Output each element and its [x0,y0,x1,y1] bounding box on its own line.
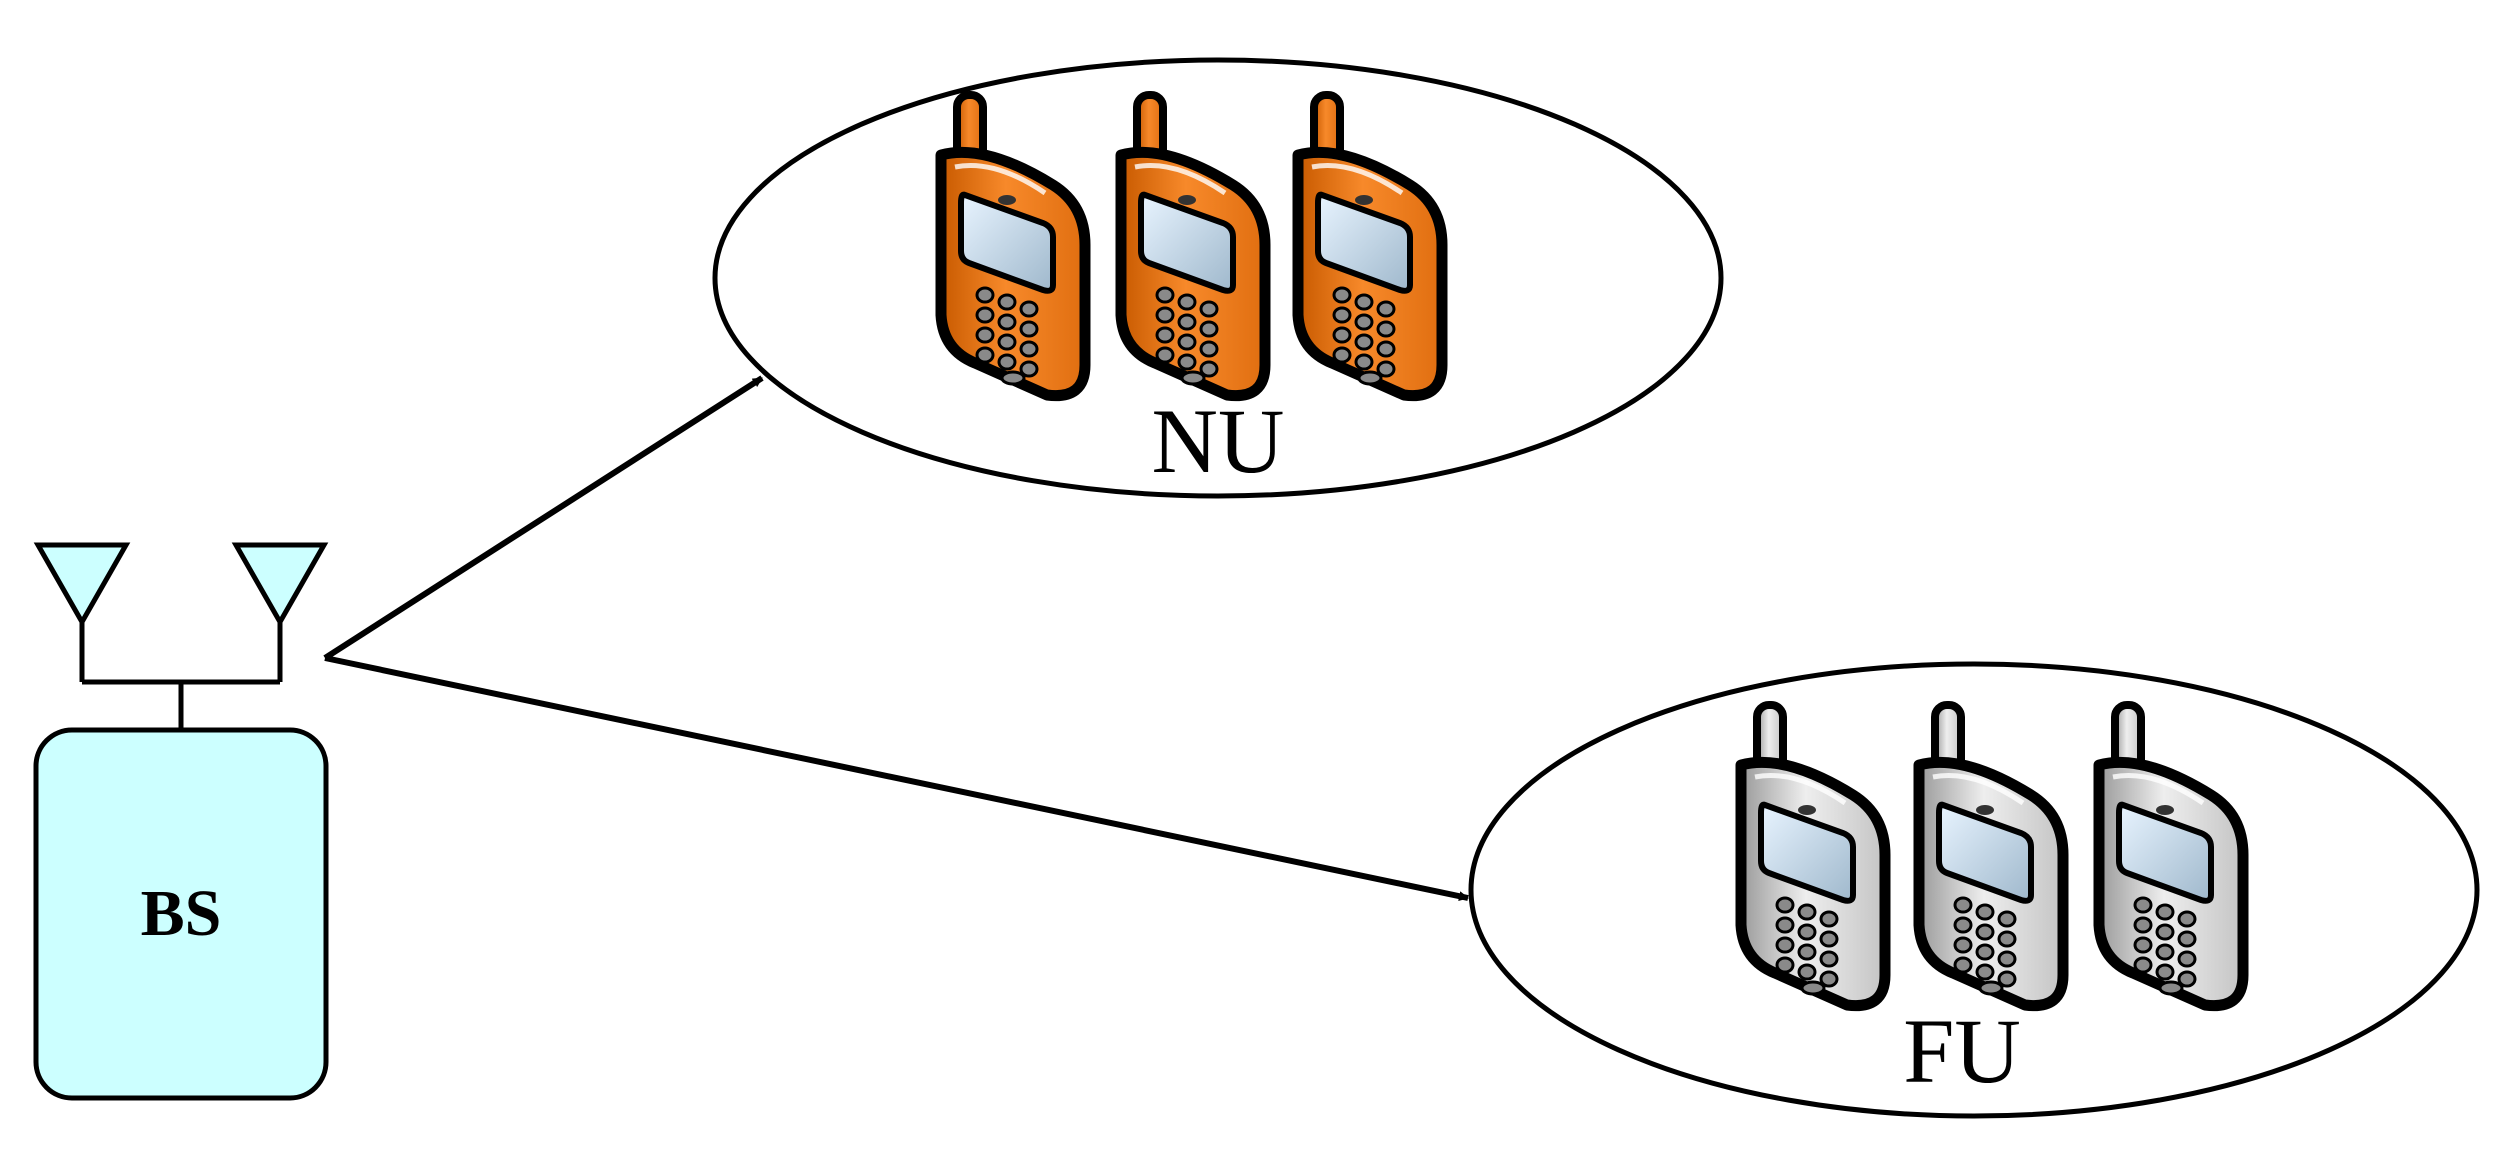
far-user-label: FU [1903,1000,2021,1102]
mobile-phone-icon [1735,701,1891,1012]
base-station-label: BS [141,877,222,950]
near-user-group: NU [712,57,1724,499]
mobile-phone-icon [1913,701,2069,1012]
links [323,375,1469,902]
link-arrow-bs-to-fu [324,655,1469,902]
mobile-phone-icon [1115,91,1271,402]
mobile-phone-icon [2093,701,2249,1012]
mobile-phone-icon [935,91,1091,402]
far-user-devices [1735,701,2249,1012]
near-user-devices [935,91,1448,402]
near-user-label: NU [1152,390,1285,492]
far-user-cluster [1468,661,2480,1119]
antenna-icon [33,542,131,682]
far-user-group: FU [1468,661,2480,1119]
antenna-icon [231,542,329,682]
base-station-box [33,727,329,1101]
link-arrow-bs-to-nu [323,375,764,661]
base-station: BS [33,542,329,1101]
mobile-phone-icon [1292,91,1448,402]
near-user-cluster [712,57,1724,499]
